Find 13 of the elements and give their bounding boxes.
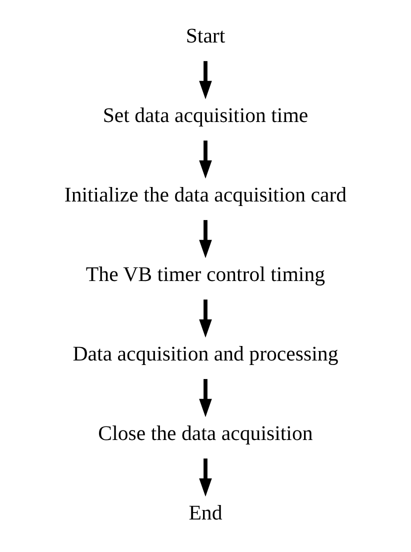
node-text: Start xyxy=(186,23,226,48)
arrow xyxy=(199,458,212,497)
node-text: The VB timer control timing xyxy=(86,262,326,286)
arrow xyxy=(199,379,212,418)
arrow xyxy=(199,220,212,258)
arrow xyxy=(199,140,212,179)
node-text: End xyxy=(188,500,222,524)
node-text: Close the data acquisition xyxy=(98,420,313,445)
node-text: Initialize the data acquisition card xyxy=(64,182,347,206)
node-text: Set data acquisition time xyxy=(102,102,308,127)
arrow xyxy=(199,300,212,338)
arrow xyxy=(199,61,212,100)
node-text: Data acquisition and processing xyxy=(72,341,338,366)
